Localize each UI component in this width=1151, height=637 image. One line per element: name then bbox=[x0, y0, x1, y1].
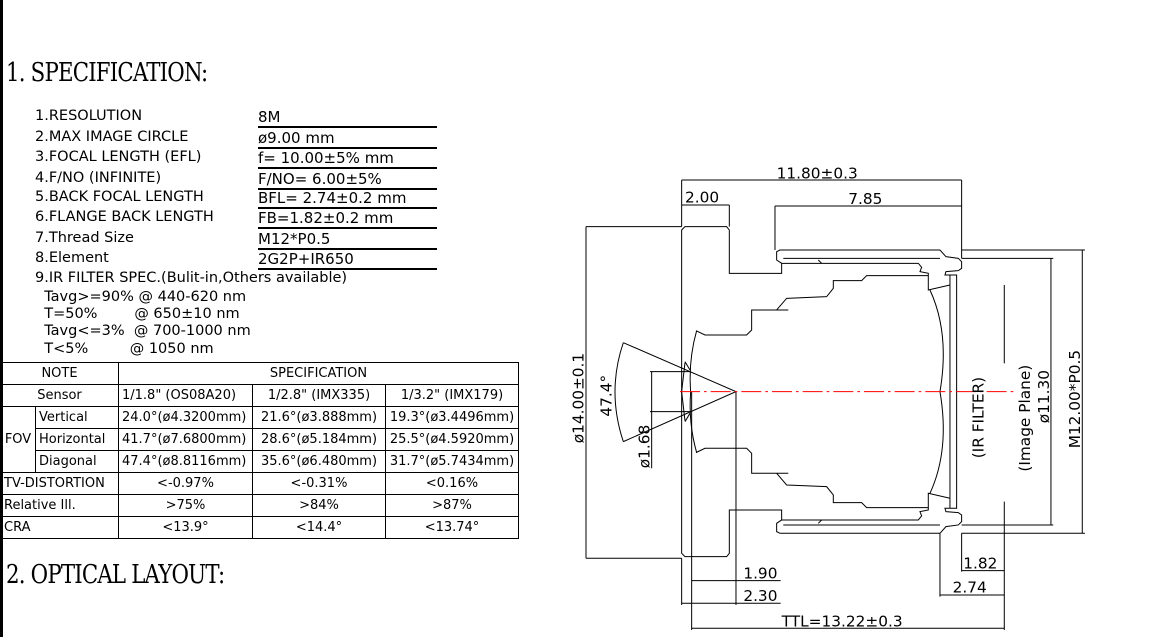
ir-filter-label: (IR FILTER) bbox=[969, 377, 987, 458]
ir-filter-title: 9.IR FILTER SPEC.(Bulit-in,Others availa… bbox=[35, 270, 348, 286]
spec-value: F/NO= 6.00±5% bbox=[258, 170, 437, 190]
spec-label: 5.BACK FOCAL LENGTH bbox=[35, 189, 204, 205]
spec-value: 2G2P+IR650 bbox=[258, 250, 437, 270]
spec-label: 4.F/NO (INFINITE) bbox=[35, 170, 162, 186]
spec-value: M12*P0.5 bbox=[258, 230, 437, 250]
dim-flange-width: 2.00 bbox=[685, 189, 719, 207]
spec-row: 2.MAX IMAGE CIRCLE ø9.00 mm bbox=[35, 129, 437, 149]
spec-label: 1.RESOLUTION bbox=[35, 108, 143, 124]
ir-filter-line: T<5% @ 1050 nm bbox=[35, 341, 214, 357]
cra-cell: <13.74° bbox=[385, 516, 519, 539]
fov-cell: 41.7°(ø7.6800mm) bbox=[118, 428, 253, 451]
fov-cell: 24.0°(ø4.3200mm) bbox=[118, 406, 253, 429]
spec-row: 5.BACK FOCAL LENGTH BFL= 2.74±0.2 mm bbox=[35, 189, 437, 209]
fov-cell: 35.6°(ø6.480mm) bbox=[252, 450, 386, 473]
spec-value: f= 10.00±5% mm bbox=[258, 149, 437, 169]
left-border bbox=[0, 0, 3, 637]
fov-cell: 47.4°(ø8.8116mm) bbox=[118, 450, 253, 473]
image-plane-label: (Image Plane) bbox=[1016, 365, 1034, 472]
sensor-cell: 1/1.8" (OS08A20) bbox=[118, 384, 253, 407]
sensor-label: Sensor bbox=[0, 384, 119, 407]
fov-angle-label: 47.4° bbox=[598, 375, 616, 417]
cra-label: CRA bbox=[0, 516, 119, 539]
image-diameter-label: ø11.30 bbox=[1035, 370, 1053, 423]
optical-layout-heading: 2. OPTICAL LAYOUT: bbox=[6, 560, 225, 590]
dim-barrel-length: 7.85 bbox=[848, 190, 882, 208]
fov-cell: 21.6°(ø3.888mm) bbox=[252, 406, 386, 429]
spec-label: 6.FLANGE BACK LENGTH bbox=[35, 209, 214, 225]
fov-cell: 31.7°(ø5.7434mm) bbox=[385, 450, 519, 473]
aperture-label: ø1.68 bbox=[635, 425, 653, 469]
spec-label: 3.FOCAL LENGTH (EFL) bbox=[35, 149, 202, 165]
dim-274: 2.74 bbox=[953, 579, 987, 597]
dim-182: 1.82 bbox=[963, 555, 997, 573]
spec-value: ø9.00 mm bbox=[258, 129, 437, 149]
ir-filter-line: Tavg<=3% @ 700-1000 nm bbox=[35, 323, 251, 339]
fov-cell: 25.5°(ø4.5920mm) bbox=[385, 428, 519, 451]
ir-filter-line: Tavg>=90% @ 440-620 nm bbox=[35, 289, 247, 305]
sensor-cell: 1/2.8" (IMX335) bbox=[252, 384, 386, 407]
spec-row: 1.RESOLUTION 8M bbox=[35, 108, 437, 128]
distortion-cell: <-0.31% bbox=[252, 472, 386, 495]
ir-filter-line: T=50% @ 650±10 nm bbox=[35, 306, 240, 322]
fov-cell: 28.6°(ø5.184mm) bbox=[252, 428, 386, 451]
ttl-label: TTL=13.22±0.3 bbox=[781, 613, 903, 631]
spec-row: 3.FOCAL LENGTH (EFL) f= 10.00±5% mm bbox=[35, 149, 437, 169]
lens-outline-top bbox=[681, 226, 963, 392]
spec-value: FB=1.82±0.2 mm bbox=[258, 209, 437, 229]
cra-cell: <14.4° bbox=[252, 516, 386, 539]
thread-label: M12.00*P0.5 bbox=[1066, 350, 1084, 448]
distortion-label: TV-DISTORTION bbox=[0, 472, 119, 495]
spec-label: 7.Thread Size bbox=[35, 230, 134, 246]
dim-overall-length: 11.80±0.3 bbox=[777, 164, 858, 182]
specification-heading: 1. SPECIFICATION: bbox=[6, 58, 208, 88]
cra-cell: <13.9° bbox=[118, 516, 253, 539]
spec-row: 7.Thread Size M12*P0.5 bbox=[35, 230, 437, 250]
spec-value: 8M bbox=[258, 108, 437, 128]
sensor-cell: 1/3.2" (IMX179) bbox=[385, 384, 519, 407]
spec-row: 6.FLANGE BACK LENGTH FB=1.82±0.2 mm bbox=[35, 209, 437, 229]
dim-diameter: ø14.00±0.1 bbox=[569, 353, 587, 443]
spec-label: 2.MAX IMAGE CIRCLE bbox=[35, 129, 189, 145]
fov-cell: 19.3°(ø3.4496mm) bbox=[385, 406, 519, 429]
spec-row: 8.Element 2G2P+IR650 bbox=[35, 250, 437, 270]
spec-row: 4.F/NO (INFINITE) F/NO= 6.00±5% bbox=[35, 170, 437, 190]
fov-vertical-label: Vertical bbox=[35, 406, 119, 429]
dim-230: 2.30 bbox=[743, 587, 777, 605]
spec-label: 8.Element bbox=[35, 250, 109, 266]
spec-value: BFL= 2.74±0.2 mm bbox=[258, 189, 437, 209]
dim-190: 1.90 bbox=[743, 564, 777, 582]
